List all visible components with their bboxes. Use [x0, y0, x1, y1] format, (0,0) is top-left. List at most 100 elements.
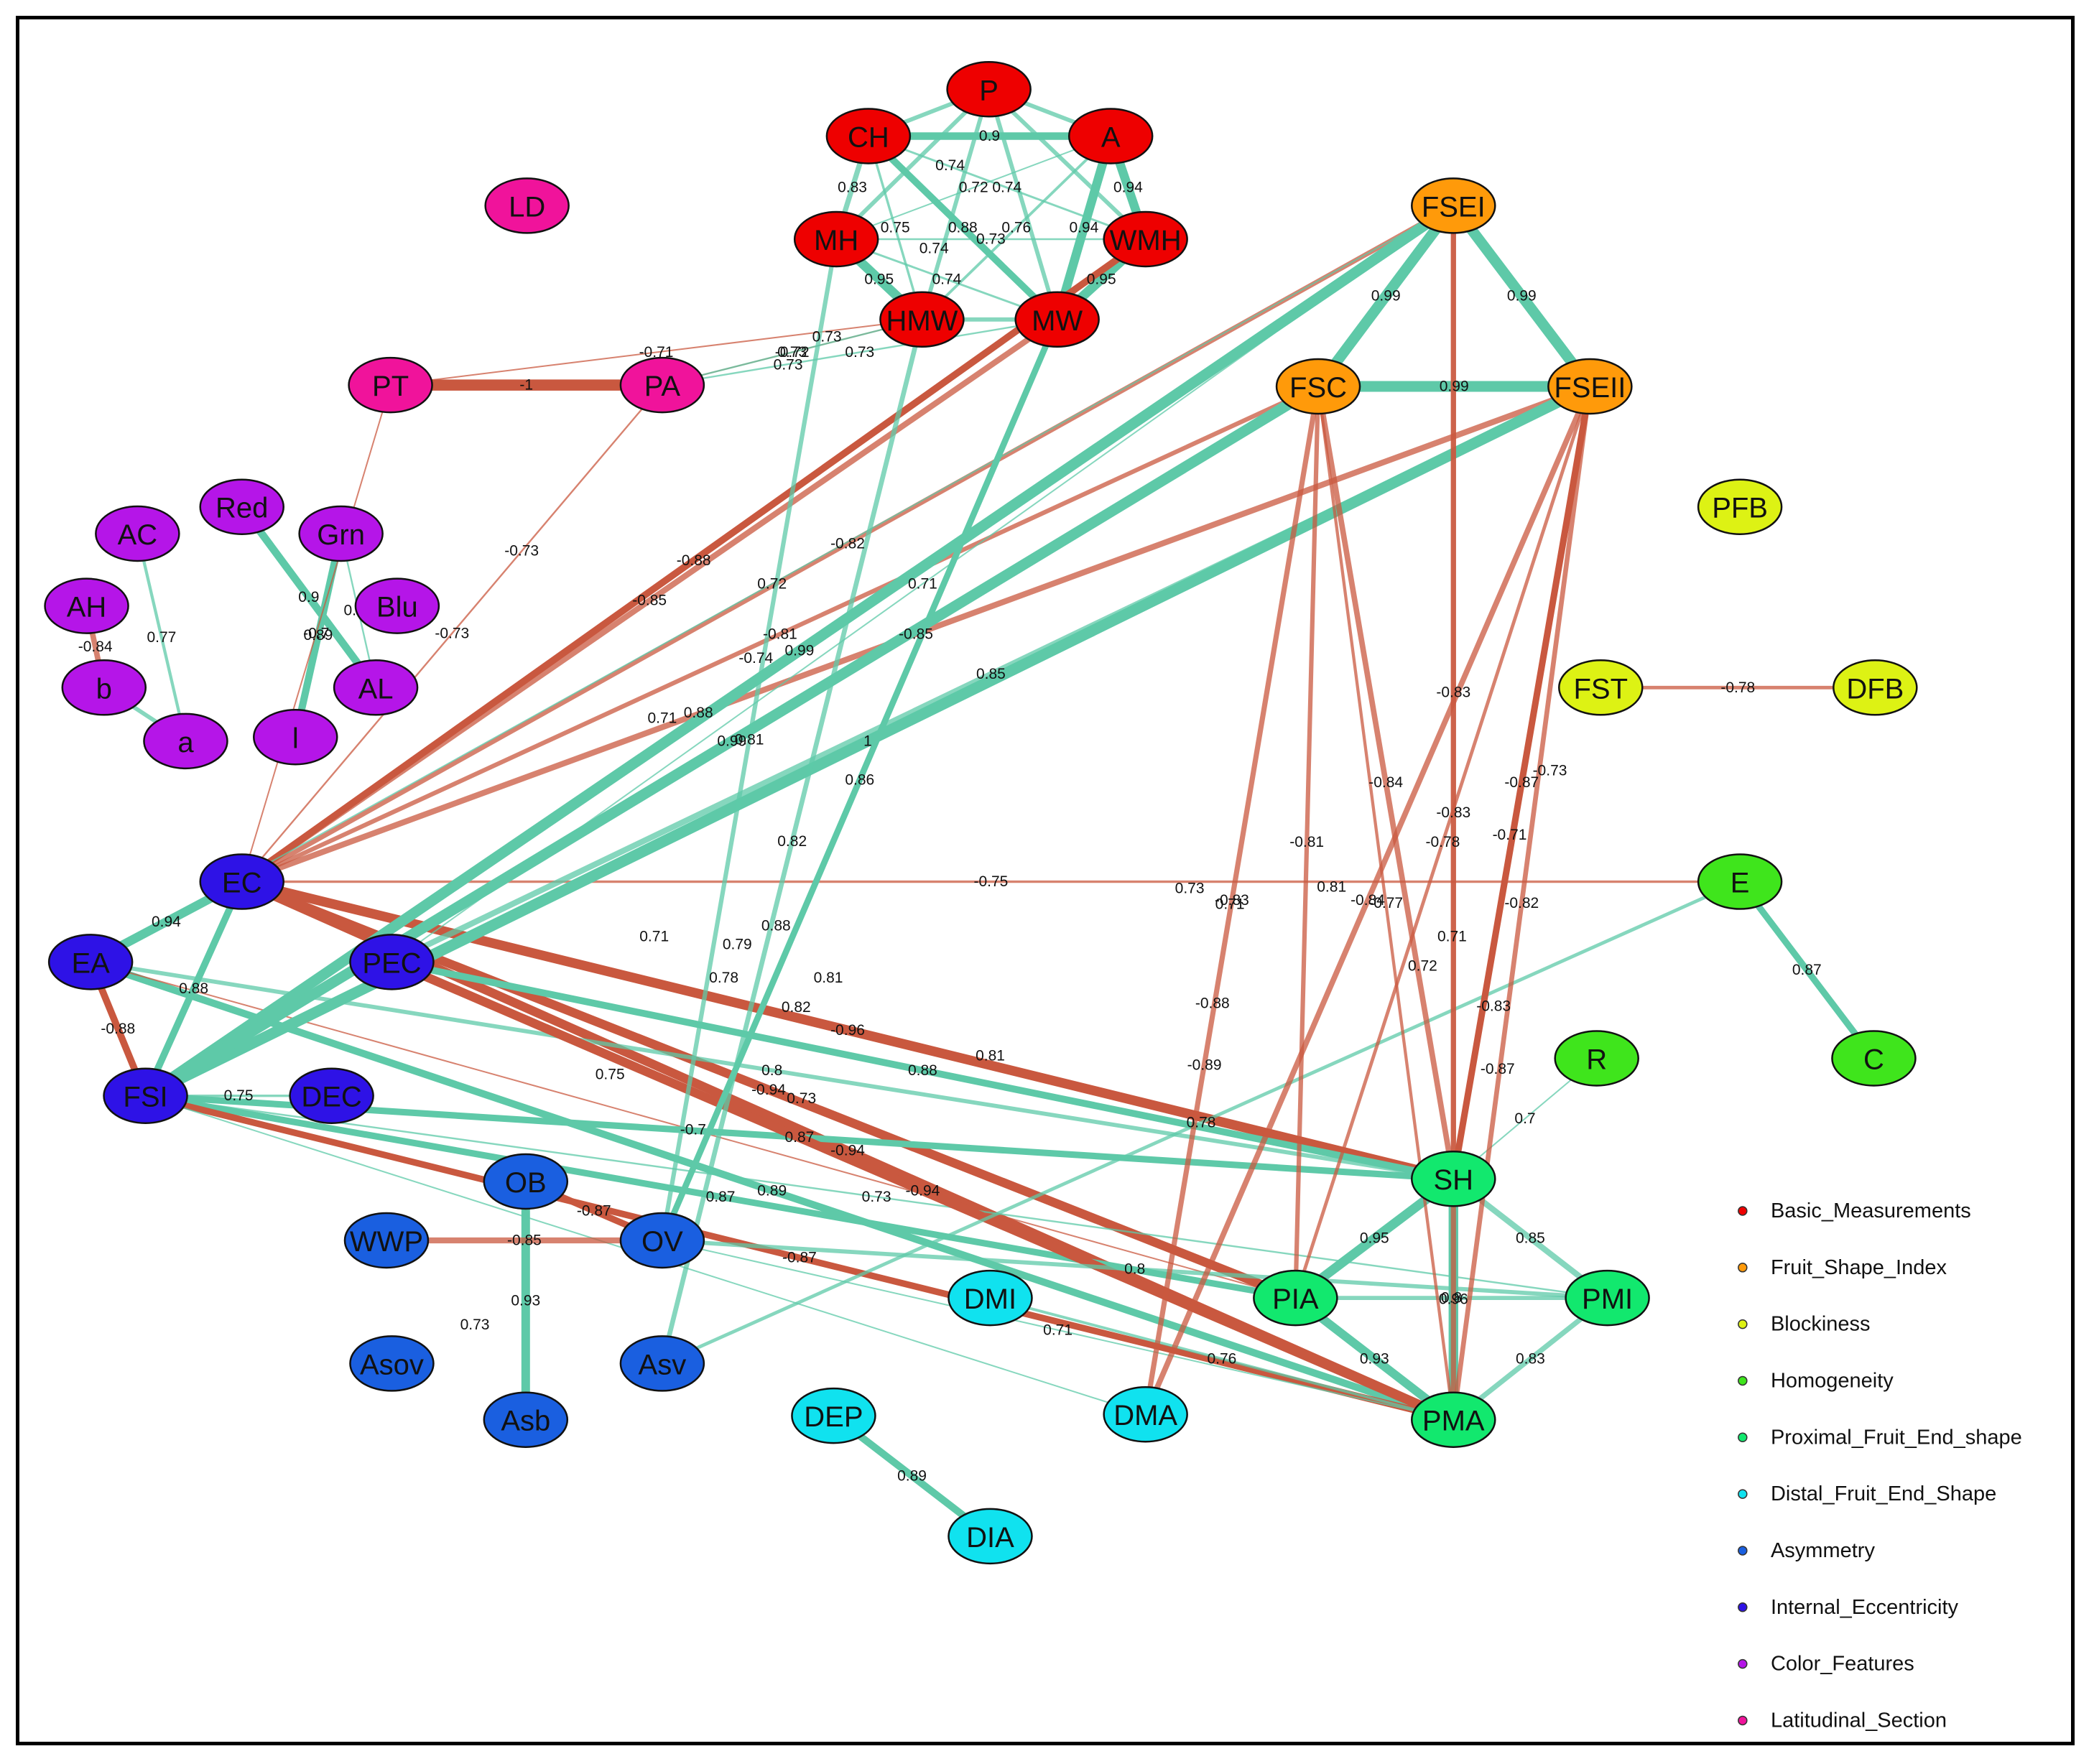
node-AH[interactable]: AH	[44, 577, 129, 634]
node-l[interactable]: l	[253, 709, 338, 766]
node-label: DFB	[1846, 673, 1904, 705]
node-AC[interactable]: AC	[95, 505, 180, 562]
edge-label: -0.88	[1195, 995, 1230, 1012]
node-HMW[interactable]: HMW	[879, 291, 965, 348]
node-P[interactable]: P	[946, 61, 1032, 118]
node-Asb[interactable]: Asb	[483, 1391, 569, 1448]
node-C[interactable]: C	[1831, 1030, 1917, 1087]
edge-label: 0.71	[1215, 896, 1245, 913]
node-PA[interactable]: PA	[619, 356, 705, 414]
edge-PEC-PMA	[387, 957, 1458, 1424]
node-PEC[interactable]: PEC	[349, 934, 435, 990]
node-Red[interactable]: Red	[199, 478, 284, 535]
node-OB[interactable]: OB	[483, 1153, 569, 1210]
node-DFB[interactable]: DFB	[1833, 659, 1918, 716]
node-EC[interactable]: EC	[199, 853, 284, 910]
node-FSEII[interactable]: FSEII	[1547, 358, 1633, 415]
node-DEP[interactable]: DEP	[791, 1387, 876, 1444]
edge-label: -0.78	[1425, 834, 1460, 850]
edge-label: 0.8	[1124, 1261, 1145, 1278]
node-shape	[1275, 358, 1361, 415]
edge-label: 0.71	[908, 575, 937, 592]
node-shape	[47, 934, 134, 990]
edge-label: -0.73	[1533, 762, 1567, 779]
edge-CH-MW	[865, 132, 1061, 323]
legend-item-asym: Asymmetry	[1738, 1539, 1875, 1562]
node-MW[interactable]: MW	[1014, 291, 1100, 348]
node-WMH[interactable]: WMH	[1103, 210, 1188, 268]
edge-label: -0.83	[1476, 998, 1511, 1014]
node-PMA[interactable]: PMA	[1411, 1391, 1496, 1448]
node-SH[interactable]: SH	[1411, 1150, 1496, 1207]
edge-OV-MW	[659, 316, 1060, 1244]
node-label: E	[1731, 868, 1750, 899]
edge-label: 0.74	[992, 180, 1021, 196]
node-a[interactable]: a	[143, 712, 228, 770]
edge-label: 0.72	[959, 180, 988, 196]
node-shape	[348, 356, 433, 414]
legend-dot	[1738, 1658, 1748, 1669]
node-LD[interactable]: LD	[484, 177, 570, 234]
node-shape	[199, 853, 284, 910]
edge-label: 0.87	[706, 1189, 736, 1205]
edge-label: -0.81	[1289, 834, 1324, 850]
edge-label: 0.73	[460, 1317, 490, 1333]
node-PMI[interactable]: PMI	[1565, 1269, 1650, 1327]
node-AL[interactable]: AL	[333, 659, 419, 716]
legend-item-ecc: Internal_Eccentricity	[1738, 1596, 1959, 1619]
node-PT[interactable]: PT	[348, 356, 433, 414]
node-EA[interactable]: EA	[47, 934, 134, 990]
node-shape	[103, 1067, 188, 1124]
node-label: b	[96, 673, 112, 705]
edge-PEC-FSEII	[389, 383, 1593, 965]
node-PIA[interactable]: PIA	[1253, 1269, 1338, 1327]
edge-label: 0.88	[948, 220, 978, 236]
edge-label: 0.81	[1317, 879, 1346, 896]
node-OV[interactable]: OV	[619, 1212, 705, 1269]
node-E[interactable]: E	[1697, 853, 1783, 910]
edge-label: -0.87	[577, 1203, 611, 1220]
node-R[interactable]: R	[1554, 1030, 1639, 1087]
node-FSEI[interactable]: FSEI	[1411, 177, 1496, 234]
node-label: Asb	[501, 1406, 550, 1437]
node-label: EA	[71, 947, 110, 979]
node-MH[interactable]: MH	[793, 210, 879, 268]
edge-CH-HMW	[867, 134, 924, 321]
node-PFB[interactable]: PFB	[1697, 478, 1783, 535]
edge-label: 0.88	[179, 980, 208, 997]
node-shape	[793, 210, 879, 268]
edge-FSI-FSC	[140, 381, 1324, 1102]
node-DEC[interactable]: DEC	[289, 1067, 374, 1124]
node-shape	[333, 659, 419, 716]
node-FSI[interactable]: FSI	[103, 1067, 188, 1124]
edge-label: 0.9	[298, 589, 319, 605]
edge-label: 0.73	[862, 1189, 891, 1205]
node-DMI[interactable]: DMI	[948, 1269, 1033, 1327]
node-shape	[199, 478, 284, 535]
edge-EC-WMH	[238, 236, 1149, 886]
node-shape	[1067, 108, 1154, 164]
node-DIA[interactable]: DIA	[948, 1508, 1033, 1565]
edge-label: 0.72	[1408, 957, 1437, 974]
node-FST[interactable]: FST	[1558, 659, 1644, 716]
node-CH[interactable]: CH	[825, 108, 912, 164]
node-FSC[interactable]: FSC	[1275, 358, 1361, 415]
node-WWP[interactable]: WWP	[343, 1212, 430, 1269]
edge-label: 0.88	[908, 1062, 937, 1079]
edge-label: -0.96	[830, 1022, 865, 1039]
node-Blu[interactable]: Blu	[354, 577, 440, 634]
node-shape	[95, 505, 180, 562]
node-DMA[interactable]: DMA	[1103, 1385, 1188, 1443]
node-Asv[interactable]: Asv	[619, 1335, 705, 1392]
edge-label: -0.7	[303, 625, 329, 641]
node-Asov[interactable]: Asov	[349, 1335, 435, 1392]
node-b[interactable]: b	[61, 659, 147, 716]
node-label: LD	[509, 191, 545, 223]
node-A[interactable]: A	[1067, 108, 1154, 164]
node-Grn[interactable]: Grn	[298, 505, 384, 562]
edge-label: -0.87	[1481, 1061, 1515, 1077]
legend-label: Color_Features	[1771, 1653, 1914, 1676]
edge-label: 0.86	[845, 771, 874, 788]
legend-dot	[1738, 1715, 1748, 1726]
